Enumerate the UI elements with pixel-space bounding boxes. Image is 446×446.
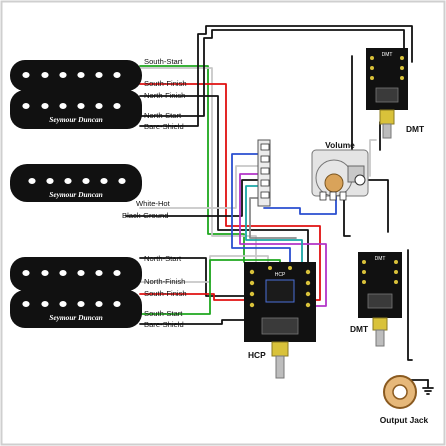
wire-group: [125, 25, 434, 395]
middle-brand-label: Seymour Duncan: [49, 190, 103, 199]
bridge-coil-bottom: [10, 290, 142, 328]
dmt-bottom-label: DMT: [350, 324, 369, 334]
wire-switch-teal: [245, 185, 303, 263]
label-mid-white-hot: White-Hot: [136, 199, 171, 208]
label-bridge-south-finish: South-Finish: [144, 289, 187, 298]
hcp-trimmer: [261, 317, 299, 335]
wire-switch-gray: [249, 197, 297, 239]
hcp-ic: [265, 279, 295, 303]
volume-label: Volume: [325, 140, 355, 150]
bridge-coil-top: [10, 257, 142, 291]
wire-switch-blue: [231, 153, 291, 263]
bridge-humbucker: Seymour Duncan: [10, 257, 142, 328]
middle-coil: [10, 164, 142, 202]
label-bridge-north-finish: North-Finish: [144, 277, 185, 286]
label-neck-bare-shield: Bare-Shield: [144, 122, 184, 131]
wire-mid-white-hot: [139, 165, 259, 209]
neck-coil-top: [10, 60, 142, 91]
wire-labels: South-Start South-Finish North-Finish No…: [122, 57, 187, 329]
dmt-top-trimmer: [375, 87, 399, 103]
wire-volume-white: [369, 139, 377, 177]
bridge-brand-label: Seymour Duncan: [49, 313, 103, 322]
dmt-top-chip-text: DMT: [382, 52, 393, 58]
wire-bridge-north-finish: [139, 255, 269, 283]
label-neck-north-finish: North-Finish: [144, 91, 185, 100]
wire-bridge-south-start: [139, 259, 281, 315]
label-bridge-north-start: North-Start: [144, 254, 182, 263]
wire-bridge-north-start: [139, 257, 249, 297]
hcp-module: HCP HCP: [244, 262, 316, 379]
volume-pot: Volume: [311, 140, 369, 201]
hcp-pot-shaft: [275, 355, 285, 379]
hcp-pot-nut: [271, 341, 289, 357]
dmt-top-pads: [370, 56, 404, 80]
label-neck-south-start: South-Start: [144, 57, 183, 66]
wire-neck-shield: [139, 25, 413, 127]
volume-lugs: [319, 191, 347, 201]
wire-volume-dmt-bottom: [363, 179, 389, 233]
dmt-bottom-trimmer: [367, 293, 393, 309]
dmt-top-module: DMT DMT: [366, 48, 425, 139]
hcp-label: HCP: [248, 350, 266, 360]
switch-lugs: [260, 143, 270, 199]
hcp-board-text: HCP: [275, 272, 286, 278]
dmt-bottom-pot-nut: [372, 317, 388, 331]
bridge-polepieces: [22, 270, 121, 307]
output-jack-hole: [392, 384, 408, 400]
selector-switch: [257, 139, 271, 207]
wire-neck-north-start: [139, 29, 405, 117]
label-neck-north-start: North-Start: [144, 111, 182, 120]
wire-bridge-south-finish: [139, 293, 251, 301]
output-jack-label: Output Jack: [380, 415, 429, 425]
wire-volume-ground: [343, 189, 351, 237]
label-mid-black-ground: Black-Ground: [122, 211, 168, 220]
wire-jack-hot: [407, 249, 413, 361]
middle-single-coil: Seymour Duncan: [10, 164, 142, 202]
volume-knob-icon: [324, 173, 344, 193]
label-neck-south-finish: South-Finish: [144, 79, 187, 88]
neck-polepieces: [22, 72, 121, 109]
volume-solder-point: [354, 174, 366, 186]
neck-brand-label: Seymour Duncan: [49, 115, 103, 124]
hcp-pads: [249, 266, 311, 308]
wire-mid-black-ground: [125, 179, 259, 217]
dmt-bottom-pot-shaft: [375, 329, 385, 347]
dmt-bottom-chip-text: DMT: [375, 256, 386, 262]
dmt-bottom-pads: [362, 260, 398, 284]
wire-neck-north-finish: [139, 95, 309, 263]
label-bridge-south-start: South-Start: [144, 309, 183, 318]
wire-switch-to-volume: [263, 195, 337, 215]
dmt-bottom-module: DMT DMT: [350, 252, 402, 347]
middle-polepieces: [28, 178, 126, 184]
wire-neck-south-finish: [139, 83, 321, 301]
wire-bridge-shield: [139, 319, 245, 325]
neck-coil-bottom: [10, 90, 142, 129]
label-bridge-bare-shield: Bare-Shield: [144, 320, 184, 329]
neck-humbucker: Seymour Duncan: [10, 60, 142, 129]
dmt-top-pot-nut: [379, 109, 395, 125]
output-jack: Output Jack: [380, 375, 429, 425]
dmt-top-pot-shaft: [382, 123, 392, 139]
dmt-top-label: DMT: [406, 124, 425, 134]
ground-symbol: [422, 379, 434, 395]
wire-switch-purple: [239, 173, 327, 307]
